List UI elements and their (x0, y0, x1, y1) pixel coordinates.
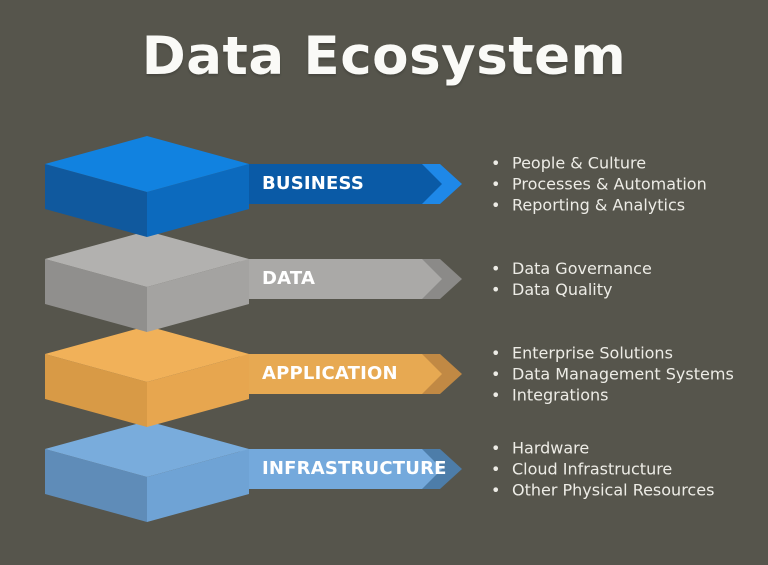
banner-infrastructure: INFRASTRUCTURE (240, 449, 470, 489)
bullet-list-infrastructure: HardwareCloud InfrastructureOther Physic… (488, 438, 766, 501)
bullet-item: Enterprise Solutions (488, 343, 766, 364)
bullet-item: Data Management Systems (488, 364, 766, 385)
slab-top-face (45, 136, 249, 192)
bullet-item: Data Quality (488, 279, 766, 300)
slab-top-face (45, 231, 249, 287)
banner-label-application: APPLICATION (262, 363, 398, 384)
banner-arrow-shape (240, 354, 462, 394)
slab-top-face (45, 421, 249, 477)
bullet-list-data: Data GovernanceData Quality (488, 258, 766, 300)
banner-body (240, 164, 442, 204)
banner-arrow-shape (240, 259, 462, 299)
slab-front-face (147, 164, 249, 237)
bullet-item: People & Culture (488, 153, 766, 174)
banner-arrow-shape (240, 164, 462, 204)
banner-business: BUSINESS (240, 164, 470, 204)
banner-application: APPLICATION (240, 354, 470, 394)
banner-arrow-shape (240, 449, 462, 489)
slab-front-face (147, 354, 249, 427)
slab-left-face (45, 354, 147, 427)
bullet-item: Processes & Automation (488, 174, 766, 195)
bullet-item: Cloud Infrastructure (488, 459, 766, 480)
bullet-item: Hardware (488, 438, 766, 459)
bullet-item: Data Governance (488, 258, 766, 279)
banner-label-business: BUSINESS (262, 173, 365, 194)
slab-left-face (45, 164, 147, 237)
slab-front-face (147, 449, 249, 522)
banner-label-data: DATA (262, 268, 316, 289)
page-title: Data Ecosystem (141, 26, 627, 87)
bullet-list-application: Enterprise SolutionsData Management Syst… (488, 343, 766, 406)
slab-3d-data (45, 231, 249, 332)
slab-3d-infrastructure (45, 421, 249, 522)
slab-left-face (45, 259, 147, 332)
bullet-list-business: People & CultureProcesses & AutomationRe… (488, 153, 766, 216)
banner-label-infrastructure: INFRASTRUCTURE (262, 458, 447, 479)
slab-front-face (147, 259, 249, 332)
banner-body (240, 354, 442, 394)
bullet-item: Other Physical Resources (488, 480, 766, 501)
slab-left-face (45, 449, 147, 522)
slab-top-face (45, 326, 249, 382)
banner-body (240, 259, 442, 299)
bullet-item: Integrations (488, 385, 766, 406)
bullet-item: Reporting & Analytics (488, 195, 766, 216)
banner-data: DATA (240, 259, 470, 299)
slab-3d-application (45, 326, 249, 427)
slab-3d-business (45, 136, 249, 237)
banner-body (240, 449, 442, 489)
